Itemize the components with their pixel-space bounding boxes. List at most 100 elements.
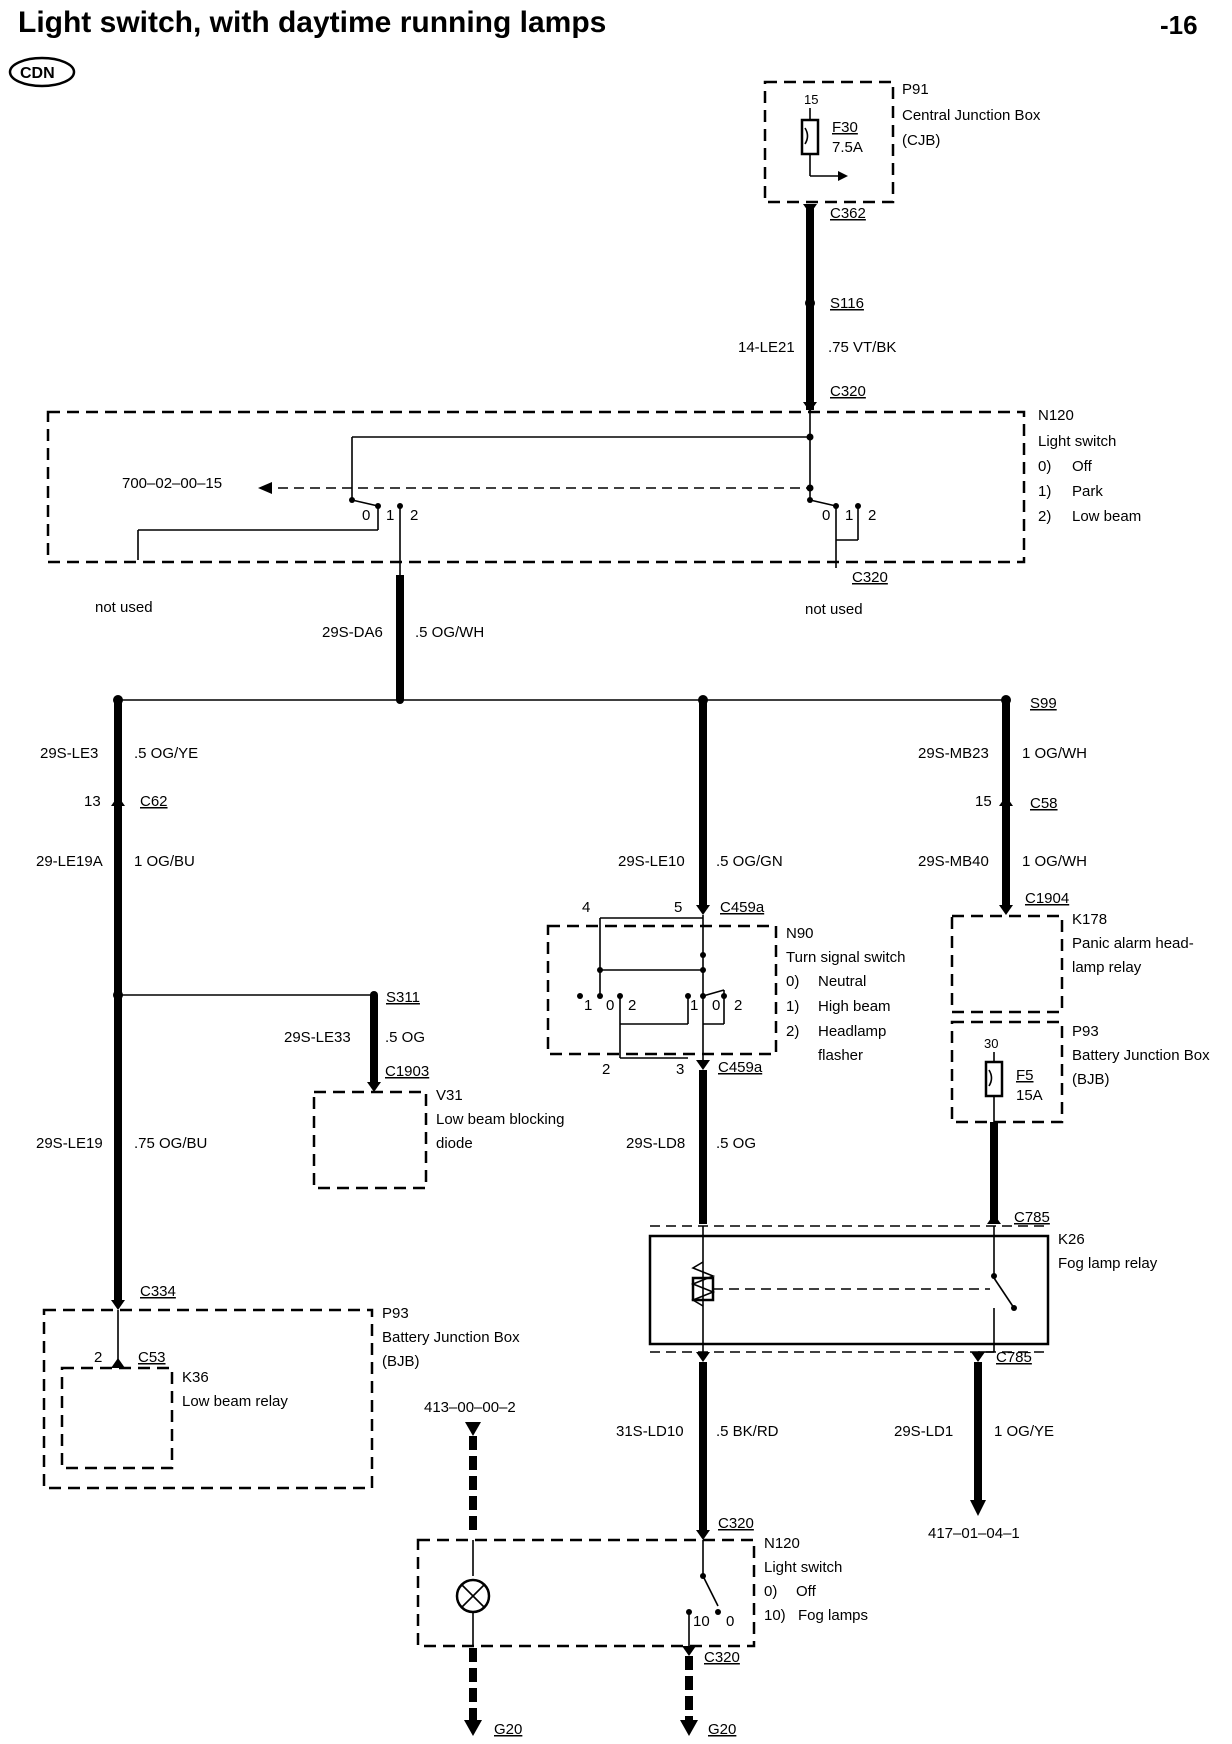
v31-name-2: diode <box>436 1135 473 1152</box>
note-not-used-left: not used <box>95 599 153 616</box>
k36-connector: C53 <box>138 1349 166 1366</box>
note-not-used-right: not used <box>805 601 863 618</box>
connector-c58-pin: 15 <box>975 793 992 810</box>
n120-top-pin-0-right: 0 <box>822 507 830 524</box>
n120-bottom-pin-0: 0 <box>726 1613 734 1630</box>
wire-29s-le3-spec: .5 OG/YE <box>134 745 198 762</box>
v31-name-1: Low beam blocking <box>436 1111 564 1128</box>
p91-id: P91 <box>902 81 929 98</box>
market-badge-label: CDN <box>20 65 55 82</box>
n90-contact-2b: 2 <box>734 997 742 1014</box>
wire-29s-ld1-circuit: 29S-LD1 <box>894 1423 953 1440</box>
n120-top-pos0-label: Off <box>1072 458 1093 475</box>
k178-id: K178 <box>1072 911 1107 928</box>
n120-top-pin-0-left: 0 <box>362 507 370 524</box>
n90-pin-3: 3 <box>676 1061 684 1078</box>
k178-name-2: lamp relay <box>1072 959 1142 976</box>
n90-pin-5: 5 <box>674 899 682 916</box>
connector-s99: S99 <box>1030 695 1057 712</box>
p91-pin: 15 <box>804 92 818 107</box>
wire-29s-mb23-spec: 1 OG/WH <box>1022 745 1087 762</box>
wire-29s-le10-spec: .5 OG/GN <box>716 853 783 870</box>
n120-bottom-pos10-num: 10) <box>764 1607 786 1624</box>
p93-left-id: P93 <box>382 1305 409 1322</box>
n120-top-pos2-num: 2) <box>1038 508 1051 525</box>
connector-c785-bottom: C785 <box>996 1349 1032 1366</box>
n120-top-pin-2-right: 2 <box>868 507 876 524</box>
wire-29s-mb40-spec: 1 OG/WH <box>1022 853 1087 870</box>
wire-29s-ld1-spec: 1 OG/YE <box>994 1423 1054 1440</box>
p93-battery-junction-box-right: 30 F5 15A P93 Battery Junction Box (BJB) <box>950 1020 1210 1124</box>
connector-c459a-top: C459a <box>720 899 765 916</box>
n120-bottom-pin-10: 10 <box>693 1613 710 1630</box>
p93-right-id: P93 <box>1072 1023 1099 1040</box>
n120-top-pos2-label: Low beam <box>1072 508 1141 525</box>
connector-c459a-bottom: C459a <box>718 1059 763 1076</box>
n120-top-name: Light switch <box>1038 433 1116 450</box>
n90-pin-2: 2 <box>602 1061 610 1078</box>
ground-g20-left: G20 <box>494 1721 522 1738</box>
p93-right-pin: 30 <box>984 1036 998 1051</box>
n90-contact-0a: 0 <box>606 997 614 1014</box>
p93-right-fuse: F5 <box>1016 1067 1034 1084</box>
connector-c1904: C1904 <box>1025 890 1069 907</box>
wire-29s-mb40-circuit: 29S-MB40 <box>918 853 989 870</box>
wire-29-le19a-circuit: 29-LE19A <box>36 853 103 870</box>
wire-29s-mb23-circuit: 29S-MB23 <box>918 745 989 762</box>
wire-29s-da6-circuit: 29S-DA6 <box>322 624 383 641</box>
n120-light-switch-top: 700–02–00–15 0 1 2 0 1 2 N120 Light swit… <box>46 407 1141 575</box>
n90-pos2-label: Headlamp <box>818 1023 886 1040</box>
k26-name: Fog lamp relay <box>1058 1255 1158 1272</box>
wire-14-le21-spec: .75 VT/BK <box>828 339 896 356</box>
wire-29s-le19-spec: .75 OG/BU <box>134 1135 207 1152</box>
wire-29s-le33-spec: .5 OG <box>385 1029 425 1046</box>
wire-29s-le10-circuit: 29S-LE10 <box>618 853 685 870</box>
n120-bottom-name: Light switch <box>764 1559 842 1576</box>
k178-name-1: Panic alarm head- <box>1072 935 1194 952</box>
connector-s311: S311 <box>386 989 420 1006</box>
n90-name: Turn signal switch <box>786 949 906 966</box>
wire-29s-ld8-spec: .5 OG <box>716 1135 756 1152</box>
connector-c320-b: C320 <box>852 569 888 586</box>
n120-bottom-pos10-label: Fog lamps <box>798 1607 868 1624</box>
n90-id: N90 <box>786 925 814 942</box>
p91-fuse: F30 <box>832 119 858 136</box>
k36-name: Low beam relay <box>182 1393 288 1410</box>
connector-c1903: C1903 <box>385 1063 429 1080</box>
page-title: Light switch, with daytime running lamps <box>18 6 606 39</box>
p93-right-rating: 15A <box>1016 1087 1043 1104</box>
n120-top-id: N120 <box>1038 407 1074 424</box>
n120-top-pos0-num: 0) <box>1038 458 1051 475</box>
n120-bottom-id: N120 <box>764 1535 800 1552</box>
n120-top-pin-1-right: 1 <box>845 507 853 524</box>
p91-rating: 7.5A <box>832 139 863 156</box>
p91-central-junction-box: 15 F30 7.5A P91 Central Junction Box (CJ… <box>763 80 1041 204</box>
n120-top-ref: 700–02–00–15 <box>122 475 222 492</box>
n90-pos2-label-2: flasher <box>818 1047 863 1064</box>
wire-29s-ld8-circuit: 29S-LD8 <box>626 1135 685 1152</box>
connector-c334: C334 <box>140 1283 176 1300</box>
connector-c62: C62 <box>140 793 168 810</box>
n90-pos1-label: High beam <box>818 998 891 1015</box>
market-badge: CDN <box>8 56 76 88</box>
n90-pos0-label: Neutral <box>818 973 866 990</box>
n90-pos0-num: 0) <box>786 973 799 990</box>
wire-29s-da6-spec: .5 OG/WH <box>415 624 484 641</box>
v31-id: V31 <box>436 1087 463 1104</box>
k36-pin: 2 <box>94 1349 102 1366</box>
connector-s116: S116 <box>830 295 864 312</box>
p93-battery-junction-box-left: 2 C53 K36 Low beam relay P93 Battery Jun… <box>42 1305 520 1490</box>
n90-contact-0b: 0 <box>712 997 720 1014</box>
ref-417: 417–01–04–1 <box>928 1525 1020 1542</box>
ref-413: 413–00–00–2 <box>424 1399 516 1416</box>
n90-contact-1a: 1 <box>584 997 592 1014</box>
connector-c362: C362 <box>830 205 866 222</box>
n90-pin-4: 4 <box>582 899 590 916</box>
connector-c320-d: C320 <box>704 1649 740 1666</box>
n120-top-pin-1-left: 1 <box>386 507 394 524</box>
connector-c320-a: C320 <box>830 383 866 400</box>
n90-pos2-num: 2) <box>786 1023 799 1040</box>
p91-abbr: (CJB) <box>902 132 940 149</box>
k26-id: K26 <box>1058 1231 1085 1248</box>
n90-contact-1b: 1 <box>690 997 698 1014</box>
